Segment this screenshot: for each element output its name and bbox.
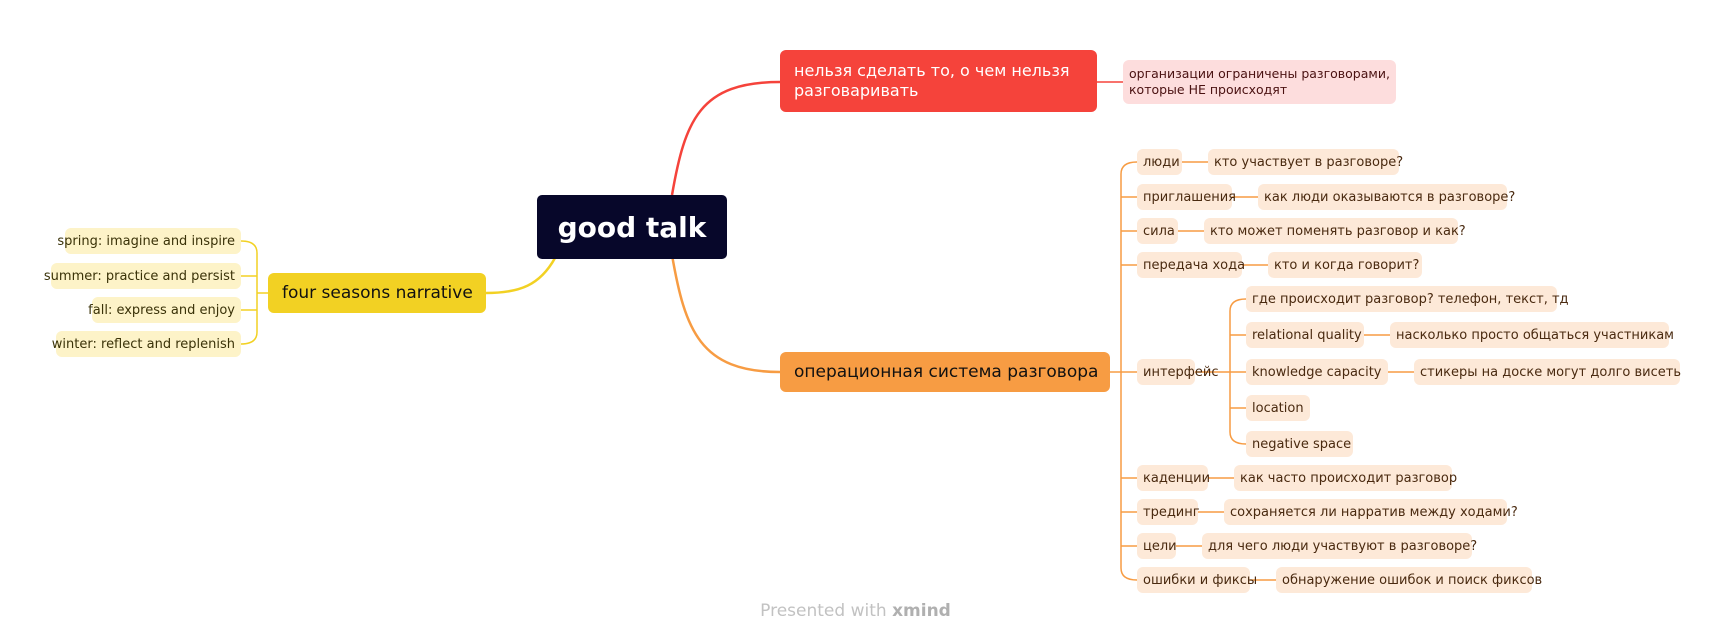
topic-errors-fixes[interactable]: ошибки и фиксы <box>1137 567 1257 593</box>
topic-errors-fixes-detail[interactable]: обнаружение ошибок и поиск фиксов <box>1276 567 1542 593</box>
topic-power-detail[interactable]: кто может поменять разговор и как? <box>1204 218 1466 244</box>
season-summer[interactable]: summer: practice and persist <box>44 263 241 289</box>
topic-people-detail[interactable]: кто участвует в разговоре? <box>1208 149 1403 175</box>
topic-invitations[interactable]: приглашения <box>1137 184 1236 210</box>
connector-root-red <box>670 80 781 196</box>
topic-cadence-detail[interactable]: как часто происходит разговор <box>1234 465 1457 491</box>
season-fall[interactable]: fall: express and enjoy <box>88 297 241 323</box>
connector-yellow-trunk <box>240 240 258 345</box>
connector-orange-trunk <box>1120 161 1138 581</box>
branch-yellow-topic[interactable]: four seasons narrative <box>268 273 486 313</box>
footer-prefix: Presented with <box>760 601 887 621</box>
interface-location[interactable]: location <box>1246 395 1310 421</box>
knowledge-capacity-detail[interactable]: стикеры на доске могут долго висеть <box>1414 359 1681 385</box>
interface-relational-quality[interactable]: relational quality <box>1246 322 1364 348</box>
season-winter[interactable]: winter: reflect and replenish <box>52 331 241 357</box>
branch-red-child[interactable]: организации ограничены разговорами, кото… <box>1123 60 1396 104</box>
branch-orange-topic[interactable]: операционная система разговора <box>780 352 1110 392</box>
topic-turn-taking[interactable]: передача хода <box>1137 252 1245 278</box>
season-spring[interactable]: spring: imagine and inspire <box>57 228 241 254</box>
topic-interface[interactable]: интерфейс <box>1137 359 1218 385</box>
topic-turn-taking-detail[interactable]: кто и когда говорит? <box>1268 252 1422 278</box>
topic-cadence[interactable]: каденции <box>1137 465 1210 491</box>
interface-negative-space[interactable]: negative space <box>1246 431 1353 457</box>
topic-power[interactable]: сила <box>1137 218 1178 244</box>
connector-root-yellow <box>485 257 557 295</box>
presented-with-footer: Presented with xmind <box>0 601 1711 621</box>
branch-red-topic[interactable]: нельзя сделать то, о чем нельзя разговар… <box>780 50 1097 112</box>
topic-goals-detail[interactable]: для чего люди участвуют в разговоре? <box>1202 533 1477 559</box>
xmind-brand[interactable]: xmind <box>892 601 951 621</box>
topic-threading-detail[interactable]: сохраняется ли нарратив между ходами? <box>1224 499 1518 525</box>
connector-root-orange <box>670 254 781 374</box>
interface-where[interactable]: где происходит разговор? телефон, текст,… <box>1246 286 1569 312</box>
topic-goals[interactable]: цели <box>1137 533 1177 559</box>
root-topic[interactable]: good talk <box>537 195 727 259</box>
topic-people[interactable]: люди <box>1137 149 1182 175</box>
relational-quality-detail[interactable]: насколько просто общаться участникам <box>1390 322 1674 348</box>
topic-invitations-detail[interactable]: как люди оказываются в разговоре? <box>1258 184 1515 210</box>
interface-knowledge-capacity[interactable]: knowledge capacity <box>1246 359 1388 385</box>
topic-threading[interactable]: трединг <box>1137 499 1200 525</box>
